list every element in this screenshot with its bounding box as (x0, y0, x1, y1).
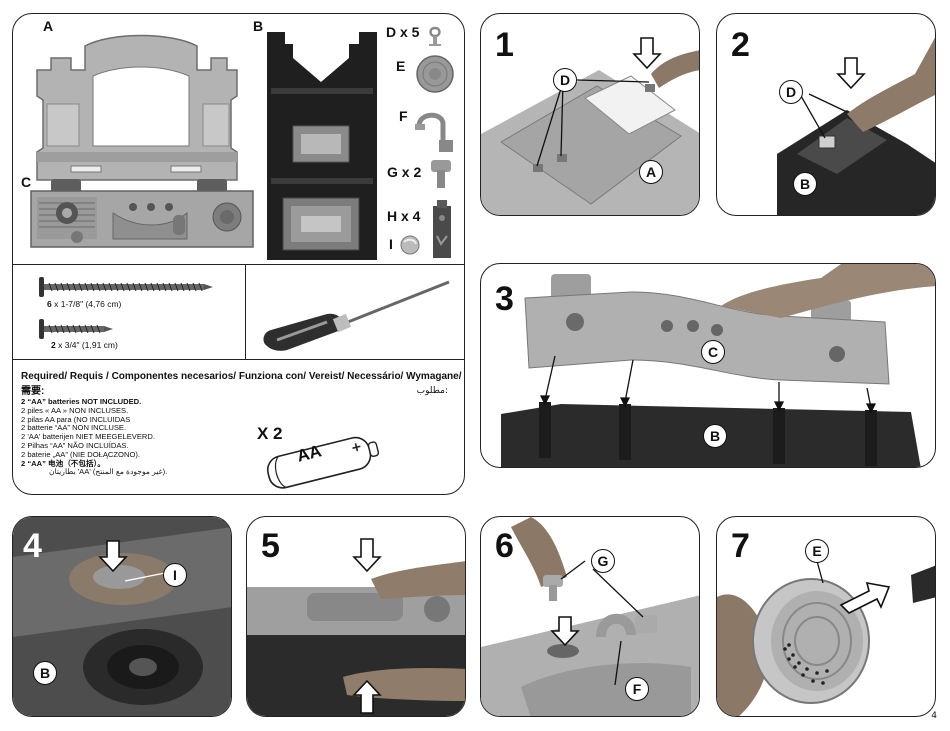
long-screw-caption: 6 x 1-7/8" (4,76 cm) (47, 299, 121, 309)
battery-qty: X 2 (257, 424, 283, 443)
step-5-number: 5 (261, 527, 280, 565)
required-line: 2 piles « AA » NON INCLUSES. (21, 405, 129, 415)
step-6-number: 6 (495, 527, 514, 565)
step-4-panel: 4 I B (12, 516, 232, 717)
step-3-panel: 3 C B (480, 263, 936, 468)
step-4-number: 4 (23, 527, 42, 565)
divider-h2 (13, 359, 464, 360)
step-1-image (481, 37, 699, 215)
part-f-label: F (399, 108, 408, 124)
long-screw-size: x 1-7/8" (4,76 cm) (54, 299, 122, 309)
step-7-callout-e: E (805, 539, 829, 563)
short-screw-caption: 2 x 3/4" (1,91 cm) (51, 340, 118, 350)
short-screw-image (39, 319, 113, 339)
step-3-callout-c: C (701, 340, 725, 364)
required-line: 2 'AA' batterijen NIET MEEGELEVERD. (21, 432, 156, 442)
part-i-image (400, 235, 420, 255)
part-e-label: E (396, 58, 406, 74)
part-f-image (415, 112, 453, 152)
step-2-callout-d: D (779, 80, 803, 104)
divider-v (245, 264, 246, 359)
part-a-label: A (43, 18, 54, 34)
screwdriver-icon (263, 280, 450, 351)
part-h-image (433, 200, 451, 258)
step-5-image (247, 538, 465, 716)
part-g-label: G x 2 (387, 164, 422, 180)
step-1-number: 1 (495, 26, 514, 64)
part-b-image (267, 32, 377, 260)
part-c-image (30, 179, 254, 248)
step-3-number: 3 (495, 280, 514, 318)
step-1-callout-d: D (553, 68, 577, 92)
divider-h1 (13, 264, 464, 265)
step-1-panel: 1 D A (480, 13, 700, 216)
part-e-image (416, 55, 454, 93)
step-1-callout-a: A (639, 160, 663, 184)
part-h-label: H x 4 (387, 208, 421, 224)
step-3-callout-b: B (703, 424, 727, 448)
required-title: Required/ Requis / Componentes necesario… (21, 371, 462, 397)
required-line: 2 pilas AA para (NO INCLUIDAS (21, 414, 131, 424)
battery-icon (266, 436, 380, 489)
part-b-label: B (253, 18, 264, 34)
required-line: 2 Pilhas “AA” NÃO INCLUÍDAS. (21, 440, 129, 450)
step-6-callout-f: F (625, 677, 649, 701)
step-5-panel: 5 (246, 516, 466, 717)
required-line: بطاريتان 'AA' (غير موجودة مع المنتج). (49, 467, 168, 477)
parts-panel: A C B D x 5 (12, 13, 465, 495)
step-4-callout-i: I (163, 563, 187, 587)
step-7-image (717, 560, 935, 716)
required-line: 2 baterie „AA” (NIE DOŁĄCZONO). (21, 449, 140, 459)
step-6-panel: 6 G F (480, 516, 700, 717)
step-7-number: 7 (731, 527, 750, 565)
required-line: 2 “AA” 电池（不包括）。 (21, 458, 105, 468)
part-c-label: C (21, 174, 32, 190)
step-7-panel: 7 E (716, 516, 936, 717)
step-6-callout-g: G (591, 549, 615, 573)
part-i-label: I (389, 236, 393, 252)
part-d-label: D x 5 (386, 24, 420, 40)
step-2-panel: 2 D B (716, 13, 936, 216)
long-screw-qty: 6 (47, 299, 52, 309)
part-g-image (431, 160, 451, 188)
step-4-image (13, 517, 231, 716)
step-4-callout-b: B (33, 661, 57, 685)
step-2-callout-b: B (793, 172, 817, 196)
part-d-image (429, 26, 441, 46)
part-a-image (36, 34, 238, 181)
required-line: 2 batterie “AA” NON INCLUSE. (21, 423, 127, 433)
short-screw-qty: 2 (51, 340, 56, 350)
required-arabic-title: مطلوب: (416, 386, 448, 396)
page-number: 4 (931, 711, 937, 721)
step-2-number: 2 (731, 26, 750, 64)
long-screw-image (39, 277, 213, 297)
required-list: 2 “AA” batteries NOT INCLUDED. 2 piles «… (21, 397, 168, 477)
required-line: 2 “AA” batteries NOT INCLUDED. (21, 397, 142, 406)
short-screw-size: x 3/4" (1,91 cm) (58, 340, 118, 350)
step-2-image (777, 37, 935, 215)
